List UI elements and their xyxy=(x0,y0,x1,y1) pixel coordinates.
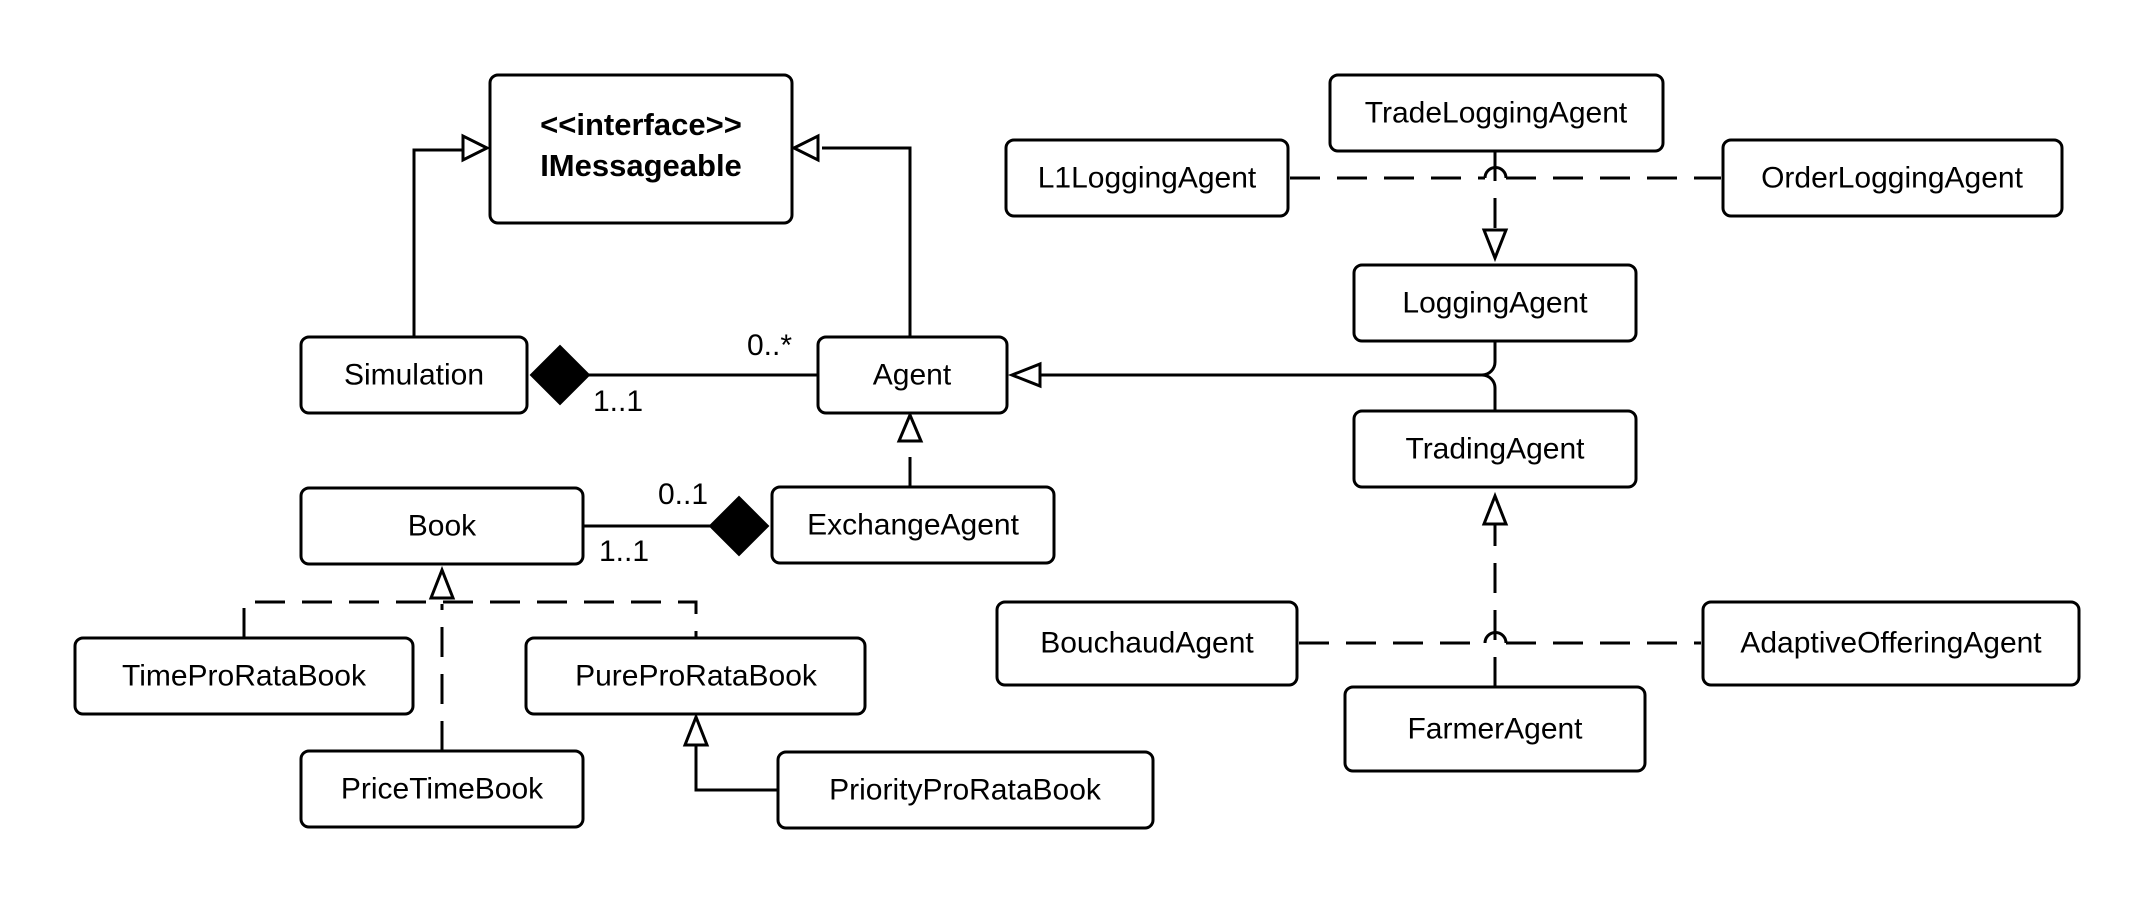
adaptive-offering-agent-class-box[interactable]: AdaptiveOfferingAgent xyxy=(1701,600,2081,687)
imessageable-stereotype: <<interface>> xyxy=(540,107,742,142)
exchange-agent-class-box[interactable]: ExchangeAgent xyxy=(770,485,1056,565)
book-arrowhead-bottom xyxy=(428,565,456,600)
logging-trading-to-agent-connector xyxy=(1040,341,1497,411)
l1-logging-agent-class-box[interactable]: L1LoggingAgent xyxy=(1004,138,1290,218)
trading-agent-arrowhead xyxy=(1481,491,1509,526)
time-pro-rata-book-name: TimeProRataBook xyxy=(122,660,367,693)
agent-class-box[interactable]: Agent xyxy=(816,335,1009,415)
logging-agent-class-box[interactable]: LoggingAgent xyxy=(1352,263,1638,343)
price-time-book-class-box[interactable]: PriceTimeBook xyxy=(299,749,585,829)
trade-logging-agent-name: TradeLoggingAgent xyxy=(1365,97,1628,130)
book-class-box[interactable]: Book xyxy=(299,486,585,566)
multiplicity-agent-end: 0..* xyxy=(747,329,792,362)
agent-imessageable-connector xyxy=(822,146,912,337)
price-time-book-name: PriceTimeBook xyxy=(341,773,544,806)
adaptive-offering-agent-name: AdaptiveOfferingAgent xyxy=(1740,627,2042,660)
imessageable-arrowhead-right xyxy=(790,133,820,163)
priority-to-pure-pro-rata-connector xyxy=(694,746,778,792)
multiplicity-book-end: 0..1 xyxy=(658,478,708,511)
simulation-composition-diamond xyxy=(529,344,591,406)
exchange-composition-diamond xyxy=(708,495,770,557)
logging-agent-name: LoggingAgent xyxy=(1402,287,1588,320)
multiplicity-simulation-end: 1..1 xyxy=(593,385,643,418)
multiplicity-exchange-end: 1..1 xyxy=(599,535,649,568)
simulation-name: Simulation xyxy=(344,359,484,392)
order-logging-agent-name: OrderLoggingAgent xyxy=(1761,162,2024,195)
imessageable-name: IMessageable xyxy=(540,148,742,183)
pure-pro-rata-book-name: PureProRataBook xyxy=(575,660,818,693)
book-subclasses-bus xyxy=(242,600,698,638)
agent-name: Agent xyxy=(873,359,952,392)
time-pro-rata-book-class-box[interactable]: TimeProRataBook xyxy=(73,636,415,716)
exchange-agent-name: ExchangeAgent xyxy=(807,509,1019,542)
priority-pro-rata-book-class-box[interactable]: PriorityProRataBook xyxy=(776,750,1155,830)
trade-logging-agent-class-box[interactable]: TradeLoggingAgent xyxy=(1328,73,1665,153)
bouchaud-agent-class-box[interactable]: BouchaudAgent xyxy=(995,600,1299,687)
simulation-imessageable-connector xyxy=(412,148,465,337)
trading-agent-class-box[interactable]: TradingAgent xyxy=(1352,409,1638,489)
simulation-class-box[interactable]: Simulation xyxy=(299,335,529,415)
pure-pro-rata-book-class-box[interactable]: PureProRataBook xyxy=(524,636,867,716)
l1-logging-agent-name: L1LoggingAgent xyxy=(1038,162,1257,195)
logging-agent-arrowhead xyxy=(1481,228,1509,263)
farmer-agent-class-box[interactable]: FarmerAgent xyxy=(1343,685,1647,773)
agent-arrowhead-right xyxy=(1007,361,1042,389)
agent-arrowhead-bottom xyxy=(896,411,924,443)
imessageable-arrowhead-left xyxy=(461,133,491,163)
imessageable-interface-box[interactable]: <<interface>> IMessageable xyxy=(488,73,794,225)
order-logging-agent-class-box[interactable]: OrderLoggingAgent xyxy=(1721,138,2064,218)
pure-pro-rata-arrowhead xyxy=(682,712,710,747)
bouchaud-agent-name: BouchaudAgent xyxy=(1040,627,1254,660)
priority-pro-rata-book-name: PriorityProRataBook xyxy=(829,774,1102,807)
trading-agent-name: TradingAgent xyxy=(1405,433,1585,466)
book-name: Book xyxy=(408,510,477,543)
farmer-agent-name: FarmerAgent xyxy=(1407,713,1583,746)
